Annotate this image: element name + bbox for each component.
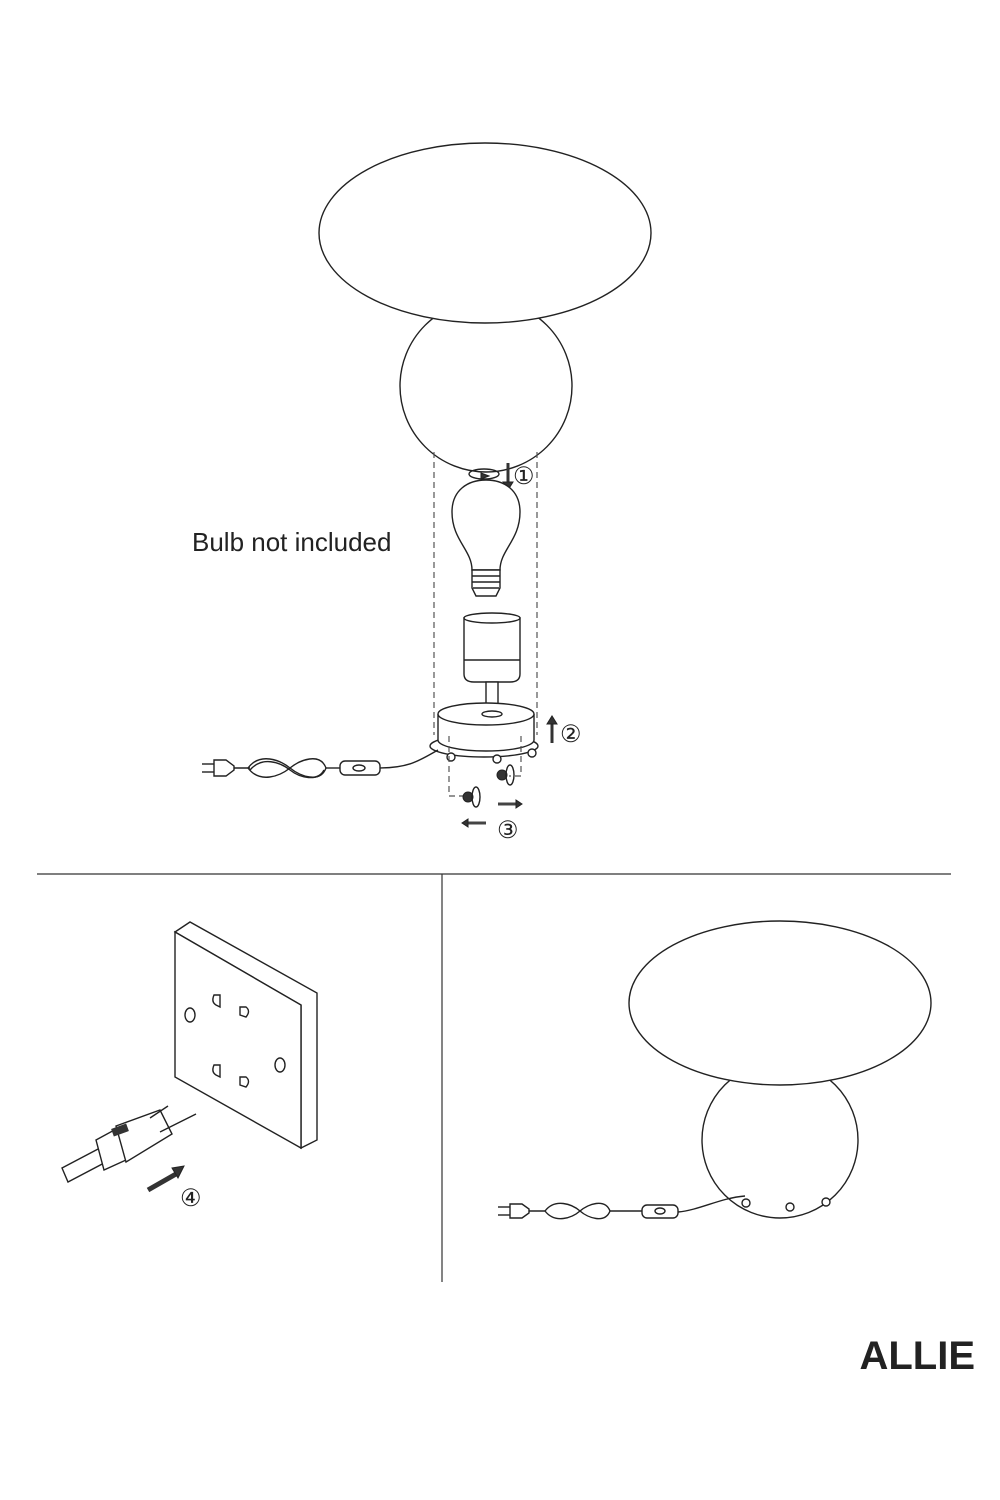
lamp-base xyxy=(429,702,539,764)
bulb-note: Bulb not included xyxy=(192,527,391,557)
light-bulb xyxy=(451,479,521,597)
step-1-label: ① xyxy=(513,463,535,490)
lamp-socket xyxy=(463,612,521,713)
product-name: ALLIE xyxy=(859,1334,975,1378)
wall-socket xyxy=(173,921,318,1150)
power-cord xyxy=(202,749,439,779)
plug xyxy=(213,759,235,777)
lamp-assembled-view xyxy=(498,920,932,1220)
plug-insertion xyxy=(61,1105,197,1193)
lamp-exploded-view: ① Bulb not included ② xyxy=(192,142,652,844)
step-3-label: ③ xyxy=(497,817,519,844)
lamp-globe-body xyxy=(399,299,573,473)
arrow-up-icon-step2 xyxy=(546,715,558,743)
step-2-label: ② xyxy=(560,721,582,748)
screw-detail-step3 xyxy=(448,736,523,828)
step-4-label: ④ xyxy=(180,1185,202,1212)
lamp-shade xyxy=(318,142,652,324)
